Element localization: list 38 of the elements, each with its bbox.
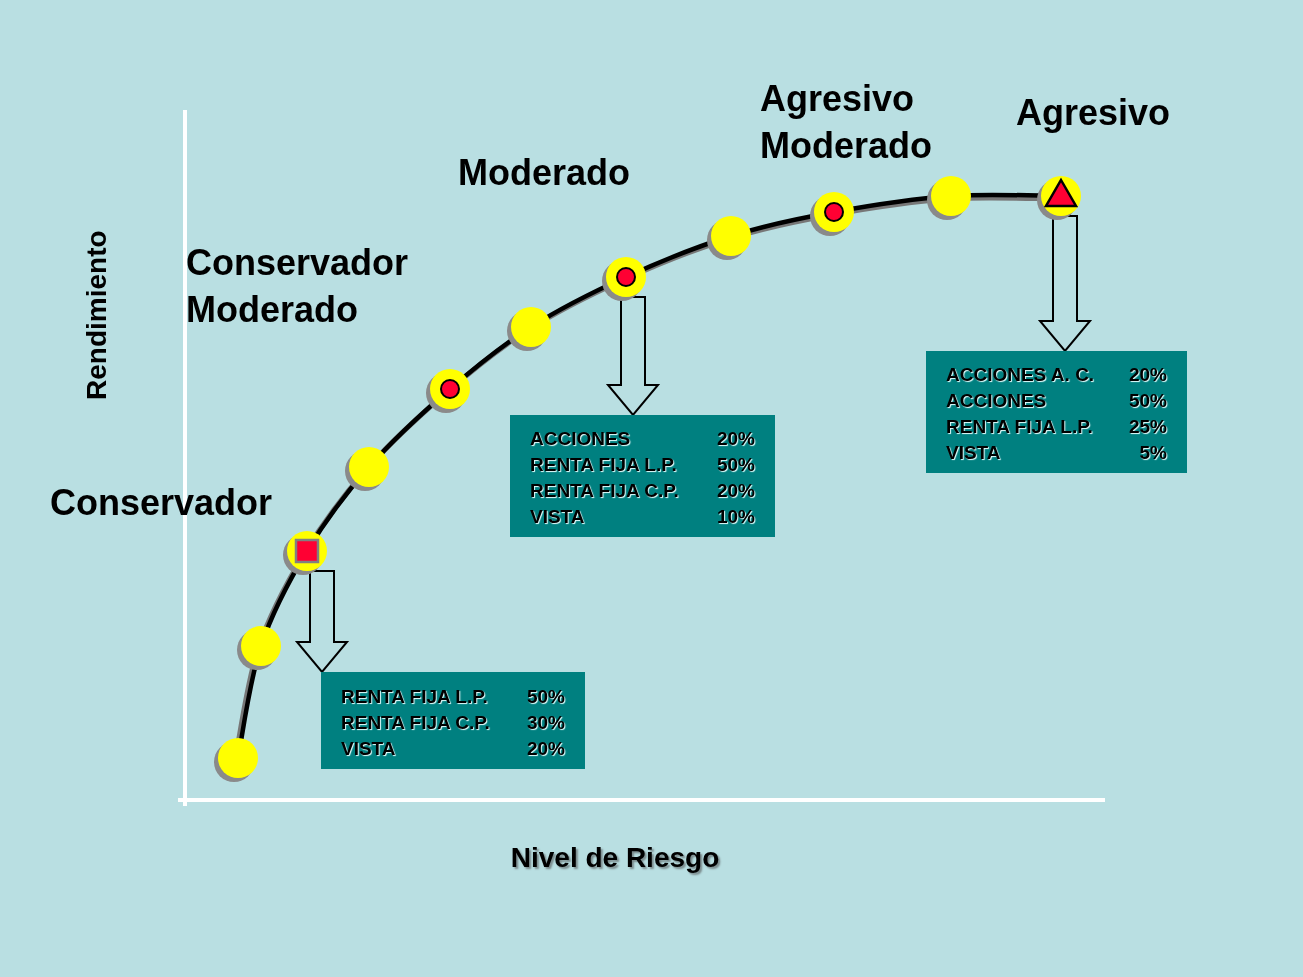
asset-class: RENTA FIJA L.P. bbox=[946, 415, 1094, 439]
percentage: 50% bbox=[716, 453, 755, 477]
profile-label: Moderado bbox=[458, 151, 631, 195]
percentage: 50% bbox=[1128, 389, 1167, 413]
allocation-box bbox=[926, 351, 1187, 473]
profile-label: Agresivo Moderado bbox=[760, 77, 933, 168]
asset-class: RENTA FIJA C.P. bbox=[341, 711, 491, 735]
allocation-box bbox=[321, 672, 585, 769]
asset-class: RENTA FIJA L.P. bbox=[341, 685, 489, 709]
asset-class: VISTA bbox=[530, 505, 586, 529]
percentage: 20% bbox=[1128, 363, 1167, 387]
asset-class: VISTA bbox=[946, 441, 1002, 465]
point-marker bbox=[281, 531, 328, 577]
percentage: 20% bbox=[716, 479, 755, 503]
point-marker bbox=[1035, 176, 1082, 222]
percentage: 25% bbox=[1128, 415, 1167, 439]
asset-class: ACCIONES bbox=[530, 427, 632, 451]
point-marker bbox=[600, 257, 647, 303]
percentage: 30% bbox=[526, 711, 565, 735]
percentage: 20% bbox=[526, 737, 565, 761]
axis-title: Nivel de Riesgo bbox=[509, 841, 721, 875]
axis-title: Rendimiento bbox=[79, 229, 113, 402]
asset-class: ACCIONES bbox=[946, 389, 1048, 413]
percentage: 20% bbox=[716, 427, 755, 451]
profile-label: Agresivo bbox=[1016, 91, 1172, 135]
percentage: 5% bbox=[1138, 441, 1167, 465]
block-arrow bbox=[1037, 215, 1093, 353]
asset-class: VISTA bbox=[341, 737, 397, 761]
percentage: 10% bbox=[716, 505, 755, 529]
percentage: 50% bbox=[526, 685, 565, 709]
profile-label: Conservador Moderado bbox=[186, 241, 410, 332]
block-arrow bbox=[605, 296, 661, 417]
profile-label: Conservador bbox=[50, 481, 274, 525]
allocation-box bbox=[510, 415, 775, 537]
block-arrow bbox=[294, 570, 350, 674]
asset-class: RENTA FIJA L.P. bbox=[530, 453, 678, 477]
asset-class: RENTA FIJA C.P. bbox=[530, 479, 680, 503]
asset-class: ACCIONES A. C. bbox=[946, 363, 1096, 387]
